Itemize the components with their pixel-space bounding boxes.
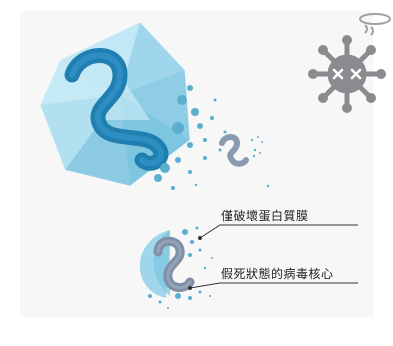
label-membrane: 僅破壞蛋白質膜	[221, 209, 309, 223]
dead-eyes-icon	[332, 68, 362, 80]
label-core: 假死狀態的病毒核心	[221, 267, 334, 281]
callout-line-core	[189, 282, 358, 289]
particle-dots-icon	[154, 85, 270, 190]
virus-icon	[308, 35, 386, 113]
virus-shell-icon	[39, 21, 191, 187]
particle-dots-icon	[148, 226, 213, 309]
rna-strand-icon	[219, 134, 249, 167]
callout-line-membrane	[199, 224, 358, 239]
halo-icon	[359, 13, 391, 36]
